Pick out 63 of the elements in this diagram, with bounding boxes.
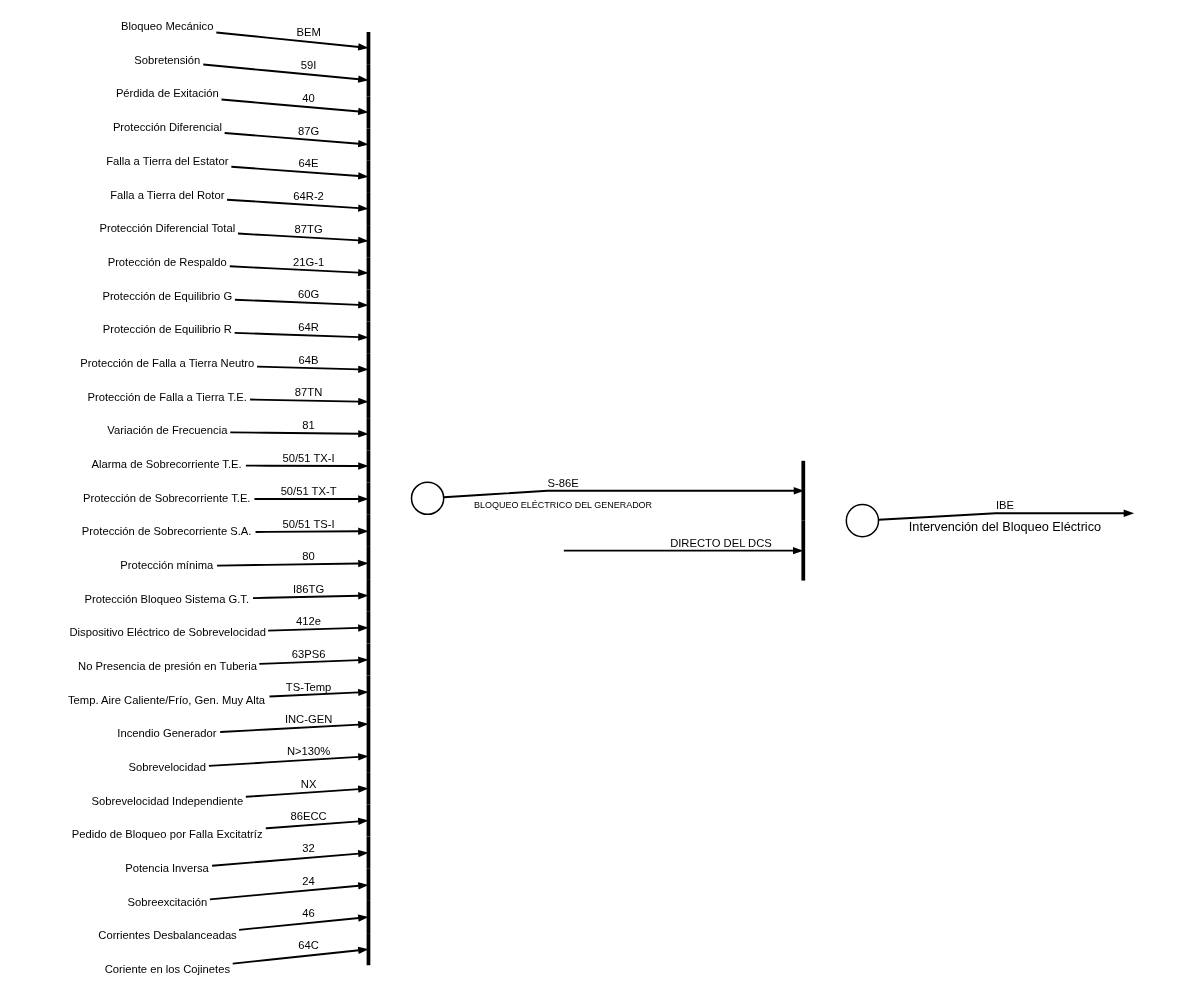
node-text: Protección Bloqueo Sistema G.T. [84,592,250,605]
edge-label: 64R [298,321,319,334]
edge-label: 80 [302,550,315,563]
node-text: Protección de Sobrecorriente T.E. [82,491,251,504]
node-text: Sobrevelocidad Independiente [91,794,244,807]
node-text: Protección Diferencial Total [99,222,236,235]
node-text: Sobreexcitación [127,895,208,908]
edge-label: 86ECC [290,810,327,823]
edge-label: BEM [296,25,321,38]
edge-label: 64C [298,938,319,951]
edge-label: 50/51 TX-I [282,452,335,465]
node-text: Incendio Generador [117,727,217,740]
node-text: Falla a Tierra del Estator [106,154,229,167]
node-text: Sobrevelocidad [128,761,206,774]
node-text: No Presencia de presión en Tuberia [78,660,258,673]
node-text: Protección de Equilibrio G [102,289,233,302]
node-text: Sobretensión [134,53,201,66]
node-text: Protección de Falla a Tierra T.E. [87,390,247,403]
edge-label: 50/51 TS-I [282,518,335,531]
edge-label: 412e [296,615,322,628]
label: Intervención del Bloqueo Eléctrico [908,519,1102,535]
edge-label: 40 [302,91,315,104]
edge-label: 64B [298,354,319,367]
edge-label: 59I [300,58,317,71]
node-text: Corrientes Desbalanceadas [98,929,237,942]
edge-label: S-86E [547,477,579,490]
edge-label: 24 [302,875,315,888]
node-text: Pérdida de Exitación [115,87,219,100]
edge-label: 21G-1 [293,255,325,268]
edge-label: INC-GEN [284,712,333,725]
node-text: Coriente en los Cojinetes [104,963,231,976]
edge-label: 87TN [294,386,323,399]
node-text: Protección de Respaldo [107,255,227,268]
edge-label: 32 [302,842,315,855]
edge-label: 81 [302,419,315,432]
node-text: Dispositivo Eléctrico de Sobrevelocidad [69,626,266,639]
node-text: Bloqueo Mecánico [121,20,214,33]
node-text: Protección de Equilibrio R [102,323,232,336]
edge-label: 50/51 TX-T [280,485,337,498]
edge-label: I86TG [293,583,325,596]
node-text: Falla a Tierra del Rotor [110,188,225,201]
edge-label: IBE [995,499,1015,512]
edge-label: 60G [297,288,320,301]
node-text: Protección Diferencial [112,121,223,134]
node-text: Alarma de Sobrecorriente T.E. [91,457,242,470]
node-text: Potencia Inversa [125,862,209,875]
label: BLOQUEO ELÉCTRICO DEL GENERADOR [474,500,653,511]
edge-label: 87TG [294,222,323,235]
node-text: Pedido de Bloqueo por Falla Excitatríz [71,828,263,841]
edge-label: 64R-2 [293,190,324,203]
node-text: Protección de Sobrecorriente S.A. [81,525,252,538]
node-text: Protección de Falla a Tierra Neutro [80,356,255,369]
edge-label: TS-Temp [285,680,332,693]
edge-label: NX [300,777,317,790]
edge-label: 46 [302,907,315,920]
edge-label: N>130% [286,744,331,757]
node-text: Protección mínima [120,558,214,571]
node-text: Temp. Aire Caliente/Frío, Gen. Muy Alta [67,693,266,706]
node-text: Variación de Frecuencia [107,424,228,437]
edge-label: 63PS6 [291,647,326,660]
edge-label: 87G [297,124,320,137]
edge-label: 64E [298,157,319,170]
edge-label: DIRECTO DEL DCS [670,536,772,549]
